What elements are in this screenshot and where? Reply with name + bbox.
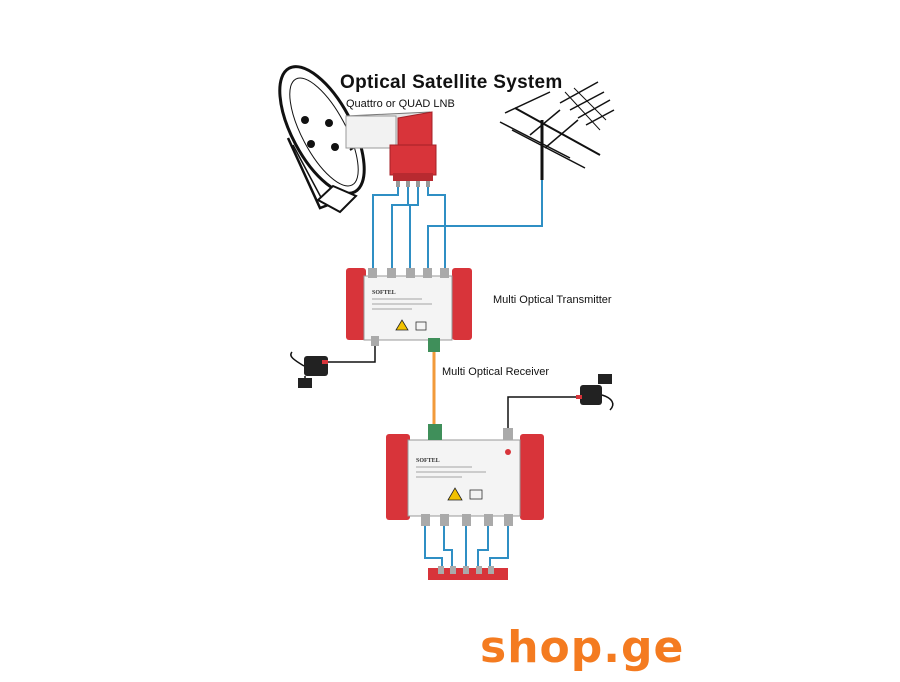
power-adapter-icon xyxy=(290,346,376,388)
multi-optical-transmitter xyxy=(346,268,472,352)
multiswitch-icon xyxy=(428,566,508,580)
coax-cables-lnb xyxy=(372,180,543,268)
shop-logo: shop.ge xyxy=(480,622,685,673)
satellite-dish-icon xyxy=(278,65,381,214)
transmitter-brand: SOFTEL xyxy=(372,290,396,296)
coax-cables-output xyxy=(424,526,509,570)
terrestrial-antenna-icon xyxy=(499,81,615,180)
receiver-label: Multi Optical Receiver xyxy=(442,366,549,378)
multi-optical-receiver xyxy=(386,424,544,526)
quad-lnb-icon xyxy=(345,111,437,187)
diagram-subtitle: Quattro or QUAD LNB xyxy=(346,98,455,110)
receiver-brand: SOFTEL xyxy=(416,458,440,464)
power-adapter-icon xyxy=(507,374,614,430)
transmitter-label: Multi Optical Transmitter xyxy=(493,294,612,306)
diagram-title: Optical Satellite System xyxy=(340,72,563,93)
